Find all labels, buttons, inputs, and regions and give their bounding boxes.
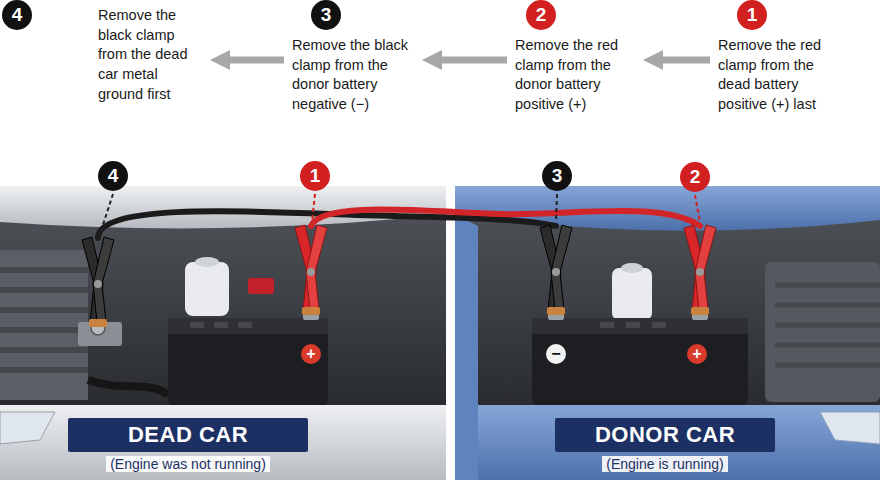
step-number: 2 [526, 0, 556, 30]
step-instruction: Remove the black clamp from the donor ba… [292, 36, 414, 115]
step-number: 3 [311, 0, 341, 30]
removal-step: 1Remove the red clamp from the dead batt… [718, 0, 844, 115]
dead-car-engine-bay-part [0, 405, 446, 480]
callout-number: 3 [542, 161, 572, 191]
cable-clamps [82, 225, 716, 327]
cable-clamps-part [295, 225, 327, 315]
car-label-band: DONOR CAR (Engine is running) [555, 418, 775, 472]
dead-car-engine-bay-part [214, 322, 228, 328]
donor-car-engine-bay-part [621, 263, 643, 273]
dead-car-engine-bay-part [238, 322, 252, 328]
step-instruction: Remove the black clamp from the dead car… [98, 6, 202, 105]
terminal-sign: + [301, 344, 321, 364]
engine-state: (Engine is running) [602, 456, 728, 472]
donor-car-engine-bay-part [652, 322, 666, 328]
leader-lines-part [556, 194, 557, 222]
callout-number: 2 [680, 162, 710, 192]
donor-car-engine-bay [455, 186, 880, 480]
step-instruction: Remove the red clamp from the dead batte… [718, 36, 844, 115]
step-number: 1 [737, 0, 767, 30]
leader-lines-part [312, 194, 315, 222]
car-name: DEAD CAR [68, 418, 308, 452]
cable-clamps-part [540, 225, 572, 315]
step-arrow [228, 57, 284, 64]
step-instruction: Remove the red clamp from the donor batt… [515, 36, 635, 115]
divider [446, 186, 455, 480]
donor-car-engine-bay-part [478, 405, 880, 480]
dead-car-engine-bay-part [168, 318, 328, 334]
callout-number: 1 [300, 161, 330, 191]
donor-car-engine-bay-part [600, 322, 614, 328]
dead-car-engine-bay-part [0, 195, 446, 425]
donor-car-engine-bay-part [765, 262, 880, 402]
engine-state: (Engine was not running) [106, 456, 270, 472]
car-name: DONOR CAR [555, 418, 775, 452]
jumper-cables-part [311, 210, 700, 227]
dead-car-engine-bay-part [0, 412, 55, 444]
leader-lines-part [100, 194, 113, 234]
leader-lines [100, 194, 700, 234]
step-arrow [440, 57, 507, 64]
dead-car-engine-bay-part [190, 322, 204, 328]
leader-lines-part [695, 195, 700, 222]
removal-step: 2Remove the red clamp from the donor bat… [515, 0, 635, 115]
cable-clamps-part [684, 225, 716, 315]
dead-car-engine-bay-part [195, 257, 219, 267]
terminal-sign: + [687, 344, 707, 364]
removal-step: 4 Remove the black clamp from the dead ca… [2, 0, 202, 105]
dead-car-engine-bay-part [248, 278, 274, 294]
dead-car-engine-bay-part [88, 380, 168, 395]
donor-car-engine-bay-part [455, 214, 478, 480]
dead-car-engine-bay-part [168, 318, 328, 406]
cable-clamps-part [82, 237, 114, 327]
donor-car-engine-bay-part [532, 318, 748, 406]
step-arrow [661, 57, 710, 64]
dead-car-engine-bay-part [0, 270, 88, 370]
donor-car-engine-bay-part [532, 318, 748, 334]
donor-car-engine-bay-part [820, 412, 880, 444]
callout-number: 4 [98, 161, 128, 191]
dead-car-engine-bay [0, 186, 446, 480]
dead-car-engine-bay-part [185, 262, 229, 316]
step-number: 4 [2, 0, 32, 30]
terminal-sign: − [546, 344, 566, 364]
dead-car-engine-bay-part [0, 250, 88, 400]
removal-step: 3Remove the black clamp from the donor b… [292, 0, 414, 115]
car-label-band: DEAD CAR (Engine was not running) [68, 418, 308, 472]
donor-car-engine-bay-part [612, 268, 652, 320]
donor-car-engine-bay-part [626, 322, 640, 328]
donor-car-engine-bay-part [775, 285, 880, 365]
jumper-cables [98, 210, 700, 239]
